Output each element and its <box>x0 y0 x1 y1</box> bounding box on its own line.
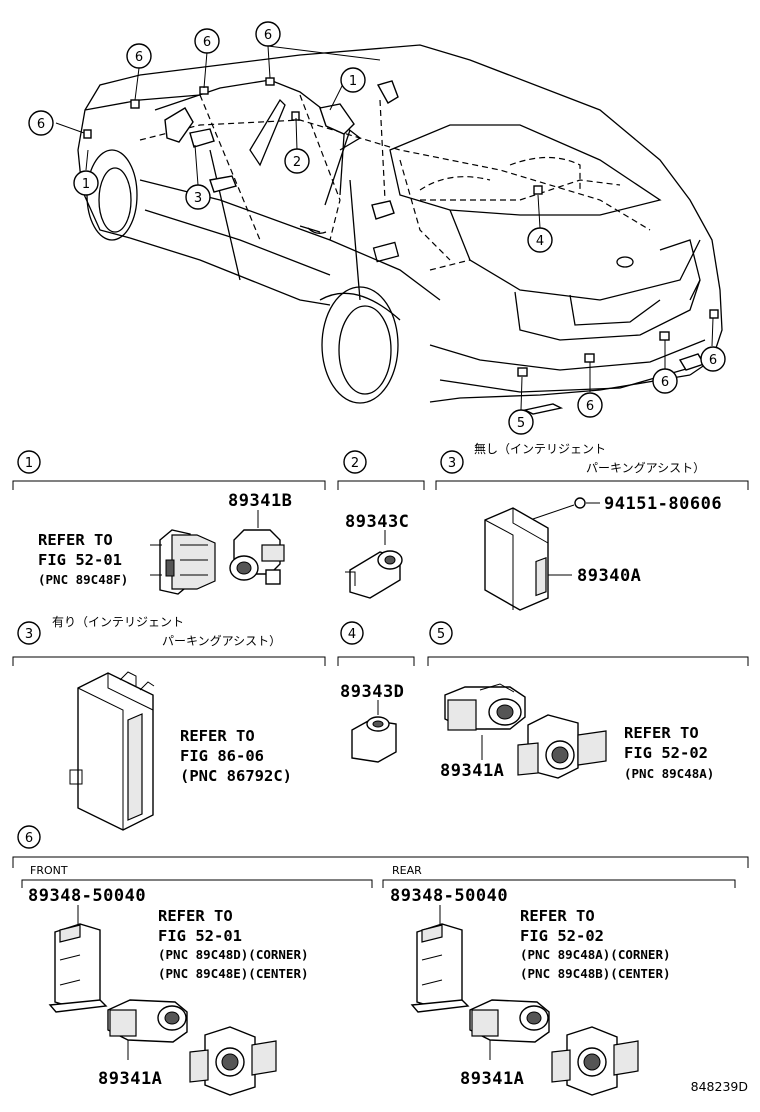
svg-text:1: 1 <box>25 456 33 471</box>
ecu-89340a-illustration <box>484 504 575 611</box>
rear-holder-illustration <box>551 1026 639 1096</box>
rear-label: REAR <box>392 864 422 877</box>
front-group: FRONT 89348-50040 <box>21 864 373 1096</box>
refer-line: FIG 52-01 <box>158 927 242 945</box>
svg-text:6: 6 <box>709 353 717 368</box>
svg-text:6: 6 <box>203 35 211 50</box>
section-4: 4 89343D <box>337 621 415 763</box>
svg-text:6: 6 <box>661 375 669 390</box>
front-retainer-illustration <box>48 905 108 1013</box>
refer-line: (PNC 89C48E)(CENTER) <box>158 966 309 981</box>
callout-6-d: 6 <box>28 110 54 136</box>
refer-line: REFER TO <box>520 907 595 925</box>
callout-6-e: 6 <box>577 392 603 418</box>
diagram-code: 848239D <box>691 1079 748 1094</box>
callout-6-f: 6 <box>652 368 678 394</box>
refer-line: (PNC 89C48A)(CORNER) <box>520 947 671 962</box>
callout-leaders <box>55 45 714 411</box>
part-number-89340a: 89340A <box>577 566 641 586</box>
callout-1-a: 1 <box>73 170 99 196</box>
callout-6-b: 6 <box>194 28 220 54</box>
callout-2: 2 <box>284 148 310 174</box>
refer-line: (PNC 89C48D)(CORNER) <box>158 947 309 962</box>
refer-line: (PNC 89C48B)(CENTER) <box>520 966 671 981</box>
front-retainer-part-number: 89348-50040 <box>28 886 146 906</box>
note-line: パーキングアシスト） <box>162 634 281 648</box>
refer-line: FIG 52-01 <box>38 551 122 569</box>
section-3-without-ipa: 3 無し（インテリジェント パーキングアシスト） 94151-80606 893… <box>435 441 749 611</box>
bolt-part-number: 94151-80606 <box>604 494 722 514</box>
refer-line: REFER TO <box>180 727 255 745</box>
section-2: 2 89343C <box>337 450 425 599</box>
ecu-86792c-illustration <box>69 671 155 831</box>
front-sensor-part-number: 89341A <box>98 1069 162 1089</box>
section-6: 6 FRONT 89348-50040 <box>12 825 749 1096</box>
rear-sensor-part-number: 89341A <box>460 1069 524 1089</box>
note-line: 有り（インテリジェント <box>52 615 184 629</box>
callout-6-g: 6 <box>700 346 726 372</box>
part-number-89341b: 89341B <box>228 491 292 511</box>
callout-6-c: 6 <box>255 21 281 47</box>
svg-text:3: 3 <box>25 627 33 642</box>
note-line: 無し（インテリジェント <box>474 441 606 456</box>
front-holder-illustration <box>189 1026 277 1096</box>
sensor-89341b-illustration <box>229 510 285 585</box>
bolt-illustration <box>574 497 600 509</box>
svg-text:2: 2 <box>351 456 359 471</box>
svg-text:6: 6 <box>586 399 594 414</box>
callout-1-b: 1 <box>340 67 366 93</box>
svg-text:4: 4 <box>536 234 544 249</box>
refer-line: REFER TO <box>158 907 233 925</box>
sensor-89343d-illustration <box>351 700 397 763</box>
refer-line: FIG 52-02 <box>520 927 604 945</box>
refer-line: FIG 52-02 <box>624 744 708 762</box>
callout-4: 4 <box>527 227 553 253</box>
svg-text:6: 6 <box>135 50 143 65</box>
note-line: パーキングアシスト） <box>586 461 705 475</box>
svg-text:3: 3 <box>448 456 456 471</box>
part-number-89341a: 89341A <box>440 761 504 781</box>
part-number-89343d: 89343D <box>340 682 404 702</box>
refer-line: (PNC 89C48A) <box>624 766 714 781</box>
sensor-89341a-illustration <box>444 683 526 760</box>
rear-group: REAR 89348-50040 <box>382 864 736 1096</box>
front-label: FRONT <box>30 864 68 877</box>
refer-line: REFER TO <box>624 724 699 742</box>
svg-text:1: 1 <box>349 74 357 89</box>
holder-illustration <box>517 714 607 779</box>
callout-3: 3 <box>185 184 211 210</box>
refer-line: (PNC 89C48F) <box>38 572 128 587</box>
svg-text:5: 5 <box>517 416 525 431</box>
svg-text:1: 1 <box>82 177 90 192</box>
section-1: 1 89341B REFER TO FIG 52-01 (PNC 89C48F) <box>12 450 326 595</box>
section-5: 5 89341A REFER TO FIG 52-02 (PNC 89C48A) <box>427 621 749 781</box>
svg-text:6: 6 <box>37 117 45 132</box>
sensor-89343c-illustration <box>345 530 403 599</box>
svg-text:5: 5 <box>437 627 445 642</box>
svg-text:6: 6 <box>25 831 33 846</box>
refer-line: FIG 86-06 <box>180 747 264 765</box>
rear-retainer-part-number: 89348-50040 <box>390 886 508 906</box>
callout-6-a: 6 <box>126 43 152 69</box>
refer-line: (PNC 86792C) <box>180 767 292 785</box>
svg-text:3: 3 <box>194 191 202 206</box>
svg-text:6: 6 <box>264 28 272 43</box>
rear-sensor-illustration <box>469 999 550 1060</box>
section-3-with-ipa: 3 有り（インテリジェント パーキングアシスト） REFER TO FIG 86… <box>12 615 326 831</box>
part-number-89343c: 89343C <box>345 512 409 532</box>
svg-text:2: 2 <box>293 155 301 170</box>
refer-line: REFER TO <box>38 531 113 549</box>
bracket-part-illustration <box>150 529 216 595</box>
rear-retainer-illustration <box>410 905 470 1013</box>
front-sensor-illustration <box>107 999 188 1060</box>
car-illustration <box>77 44 723 415</box>
callout-5: 5 <box>508 409 534 435</box>
svg-text:4: 4 <box>348 627 356 642</box>
